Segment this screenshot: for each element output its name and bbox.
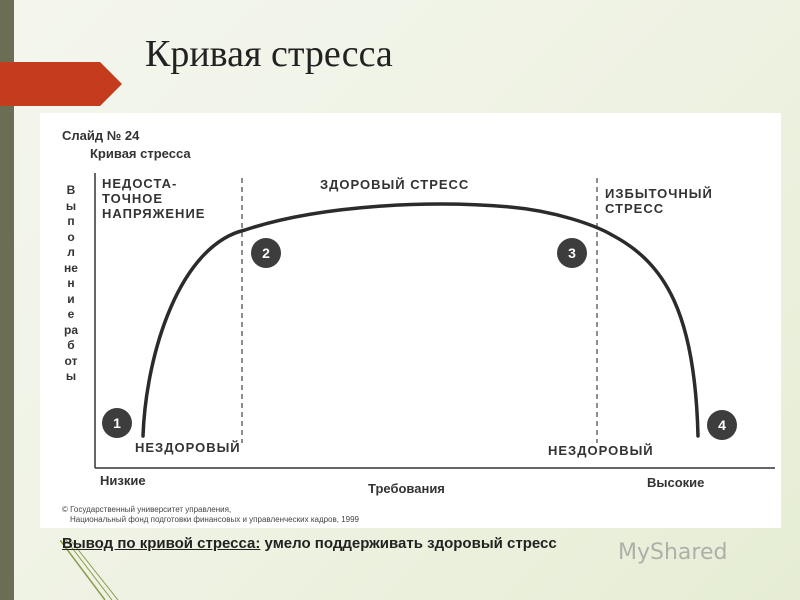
figure-heading-line1: Слайд № 24 — [62, 128, 140, 143]
unhealthy-right-label: НЕЗДОРОВЫЙ — [548, 443, 654, 458]
conclusion-label: Вывод по кривой стресса: — [62, 535, 261, 552]
zone-right-line1: ИЗБЫТОЧНЫЙ — [605, 186, 713, 201]
conclusion-body: умело поддерживать здоровый стресс — [260, 535, 557, 552]
zone-left-line1: НЕДОСТА- — [102, 176, 178, 191]
stress-curve-figure: Слайд № 24 Кривая стресса Выполнение раб… — [40, 113, 781, 528]
point-badge-1: 1 — [102, 408, 132, 438]
point-badge-2: 2 — [251, 238, 281, 268]
accent-arrow-shape — [0, 62, 122, 106]
zone-left-line2: ТОЧНОЕ — [102, 191, 164, 206]
left-sidebar-bar — [0, 0, 14, 600]
x-high-label: Высокие — [647, 475, 705, 490]
zone-right-label: ИЗБЫТОЧНЫЙ СТРЕСС — [605, 186, 713, 216]
y-axis-label: Выполнение работы — [64, 183, 79, 383]
slide-title: Кривая стресса — [145, 33, 393, 75]
zone-center-label: ЗДОРОВЫЙ СТРЕСС — [320, 177, 470, 192]
watermark-logo: MyShared — [618, 540, 728, 565]
stress-curve-line — [141, 202, 700, 438]
x-low-label: Низкие — [100, 473, 146, 488]
point-badge-4: 4 — [707, 410, 737, 440]
copyright-line2: Национальный фонд подготовки финансовых … — [70, 515, 359, 524]
copyright-line1: © Государственный университет управления… — [62, 505, 232, 514]
x-axis-label: Требования — [368, 481, 445, 496]
conclusion-text: Вывод по кривой стресса: умело поддержив… — [62, 535, 557, 552]
zone-left-line3: НАПРЯЖЕНИЕ — [102, 206, 206, 221]
curve-diagram — [94, 173, 775, 469]
figure-heading-line2: Кривая стресса — [90, 146, 191, 161]
decorative-lines — [60, 540, 119, 600]
unhealthy-left-label: НЕЗДОРОВЫЙ — [135, 440, 241, 455]
point-badge-3: 3 — [557, 238, 587, 268]
zone-left-label: НЕДОСТА- ТОЧНОЕ НАПРЯЖЕНИЕ — [102, 176, 205, 221]
zone-right-line2: СТРЕСС — [605, 201, 665, 216]
